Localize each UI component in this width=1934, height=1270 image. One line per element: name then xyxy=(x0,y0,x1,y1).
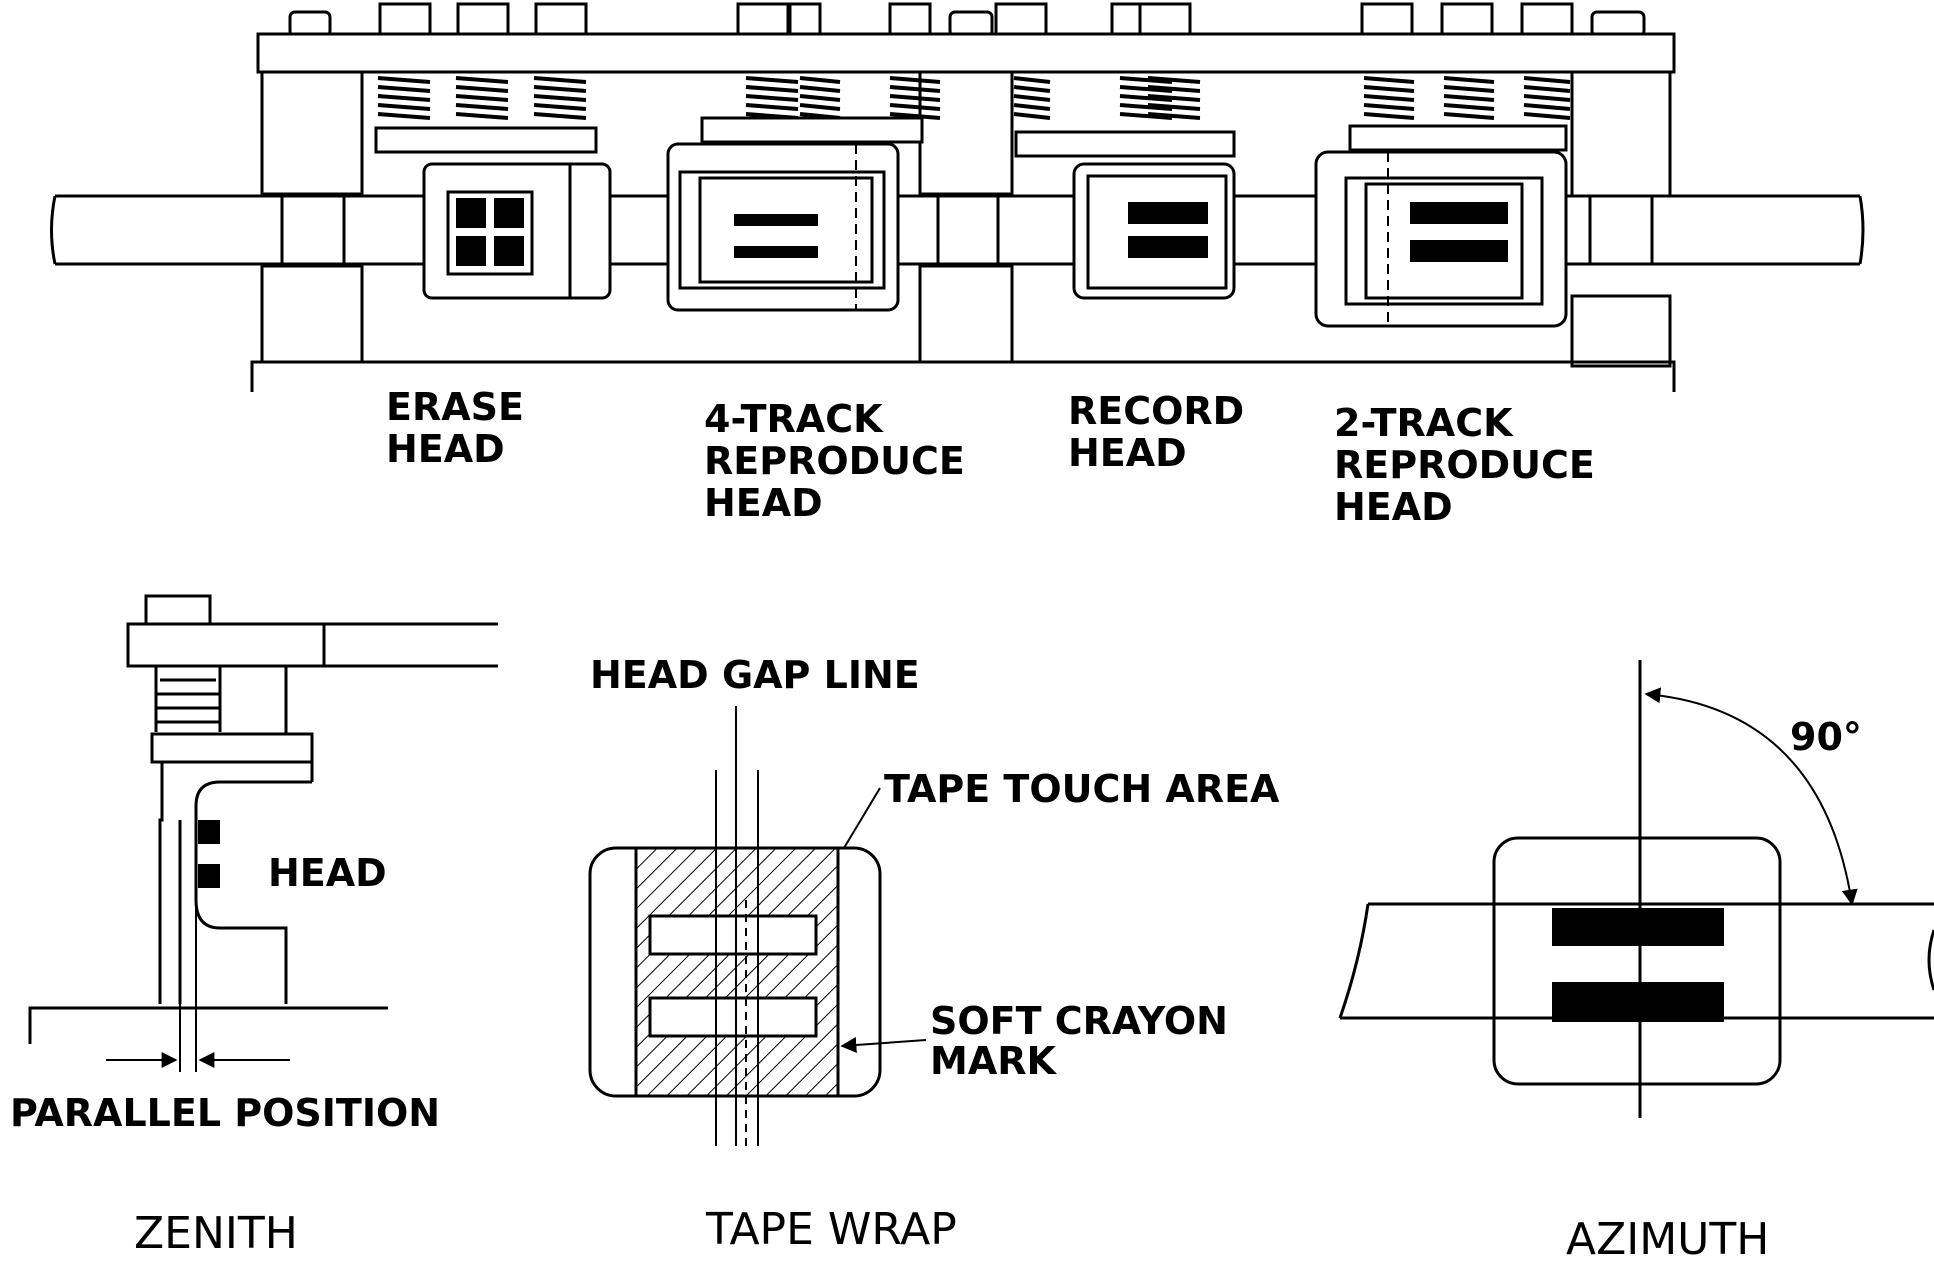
head-assembly xyxy=(50,2,1865,392)
spring-coil xyxy=(1523,76,1571,84)
spring-coil xyxy=(1147,85,1201,93)
angle-label: 90° xyxy=(1790,715,1862,759)
spring-coil xyxy=(1443,85,1495,93)
spring-coil xyxy=(377,103,431,111)
springs xyxy=(377,76,1571,120)
spring-coil xyxy=(889,85,941,93)
spring-coil xyxy=(377,94,431,102)
record-head-label: RECORD xyxy=(1068,389,1244,433)
spring-coil xyxy=(1013,94,1051,102)
spring-coil xyxy=(1363,94,1415,102)
record-head xyxy=(1072,162,1236,300)
tape-touch-area-label: TAPE TOUCH AREA xyxy=(884,767,1280,811)
spring-coil xyxy=(889,94,941,102)
top-screws xyxy=(288,2,1646,38)
svg-text:REPRODUCE: REPRODUCE xyxy=(704,439,965,483)
spring-coil xyxy=(377,76,431,84)
azimuth-track-lower xyxy=(1552,982,1724,1022)
spring-coil xyxy=(745,103,799,111)
svg-text:REPRODUCE: REPRODUCE xyxy=(1334,443,1595,487)
head-gap-line-label: HEAD GAP LINE xyxy=(590,653,920,697)
four-track-reproduce-head xyxy=(666,142,900,312)
azimuth-title: AZIMUTH xyxy=(1566,1214,1769,1265)
spring-coil xyxy=(533,103,587,111)
zenith-diagram: HEAD PARALLEL POSITION ZENITH xyxy=(10,594,498,1259)
tape-wrap-title: TAPE WRAP xyxy=(705,1204,957,1255)
svg-text:MARK: MARK xyxy=(930,1039,1057,1083)
four-track-label: 4-TRACK xyxy=(704,397,884,441)
svg-text:HEAD: HEAD xyxy=(386,427,505,471)
spring-coil xyxy=(377,112,431,120)
spring-coil xyxy=(1443,103,1495,111)
spring-coil xyxy=(1443,94,1495,102)
spring-coil xyxy=(799,94,841,102)
spring-coil xyxy=(1363,112,1415,120)
spring-coil xyxy=(745,85,799,93)
erase-head xyxy=(422,162,612,300)
spring-coil xyxy=(1119,103,1173,111)
spring-coil xyxy=(1523,103,1571,111)
spring-coil xyxy=(1119,112,1173,120)
spring-coil xyxy=(1013,112,1051,120)
spring-coil xyxy=(745,76,799,84)
azimuth-track-upper xyxy=(1552,908,1724,946)
spring-coil xyxy=(1147,112,1201,120)
parallel-position-label: PARALLEL POSITION xyxy=(10,1091,440,1135)
spring-coil xyxy=(1119,85,1173,93)
spring-coil xyxy=(1523,85,1571,93)
azimuth-diagram: 90° AZIMUTH xyxy=(1338,660,1934,1265)
tape-wrap-diagram: HEAD GAP LINE TAPE TOUCH AREA SOFT CRAYO… xyxy=(588,653,1280,1255)
spring-coil xyxy=(1523,112,1571,120)
spring-coil xyxy=(533,94,587,102)
spring-coil xyxy=(799,103,841,111)
spring-coil xyxy=(745,94,799,102)
svg-text:HEAD: HEAD xyxy=(1334,485,1453,529)
spring-coil xyxy=(799,76,841,84)
spring-coil xyxy=(1443,112,1495,120)
spring-coil xyxy=(1147,94,1201,102)
top-plate xyxy=(256,32,1676,74)
spring-coil xyxy=(1119,94,1173,102)
top-labels: ERASE HEAD 4-TRACK REPRODUCE HEAD RECORD… xyxy=(386,385,1595,529)
spring-coil xyxy=(455,103,509,111)
spring-coil xyxy=(889,112,941,120)
zenith-spring xyxy=(154,666,222,732)
spring-coil xyxy=(533,76,587,84)
svg-text:HEAD: HEAD xyxy=(704,481,823,525)
head-label: HEAD xyxy=(268,851,387,895)
spring-coil xyxy=(1363,76,1415,84)
spring-coil xyxy=(533,112,587,120)
zenith-head-gap-upper xyxy=(198,820,220,844)
zenith-head-gap-lower xyxy=(198,864,220,888)
spring-coil xyxy=(1147,76,1201,84)
svg-text:HEAD: HEAD xyxy=(1068,431,1187,475)
erase-head-label: ERASE xyxy=(386,385,524,429)
spring-coil xyxy=(1363,85,1415,93)
spring-coil xyxy=(889,76,941,84)
spring-coil xyxy=(455,76,509,84)
two-track-reproduce-head xyxy=(1314,150,1568,328)
spring-coil xyxy=(1523,94,1571,102)
spring-coil xyxy=(1363,103,1415,111)
spring-coil xyxy=(1013,85,1051,93)
spring-coil xyxy=(455,112,509,120)
spring-coil xyxy=(1013,103,1051,111)
spring-coil xyxy=(455,85,509,93)
spring-coil xyxy=(1119,76,1173,84)
spring-coil xyxy=(799,85,841,93)
spring-coil xyxy=(1443,76,1495,84)
spring-coil xyxy=(1013,76,1051,84)
spring-coil xyxy=(533,85,587,93)
zenith-title: ZENITH xyxy=(134,1208,298,1259)
spring-coil xyxy=(889,103,941,111)
soft-crayon-mark-label: SOFT CRAYON xyxy=(930,999,1228,1043)
spring-coil xyxy=(1147,103,1201,111)
two-track-label: 2-TRACK xyxy=(1334,401,1514,445)
spring-coil xyxy=(455,94,509,102)
spring-coil xyxy=(377,85,431,93)
